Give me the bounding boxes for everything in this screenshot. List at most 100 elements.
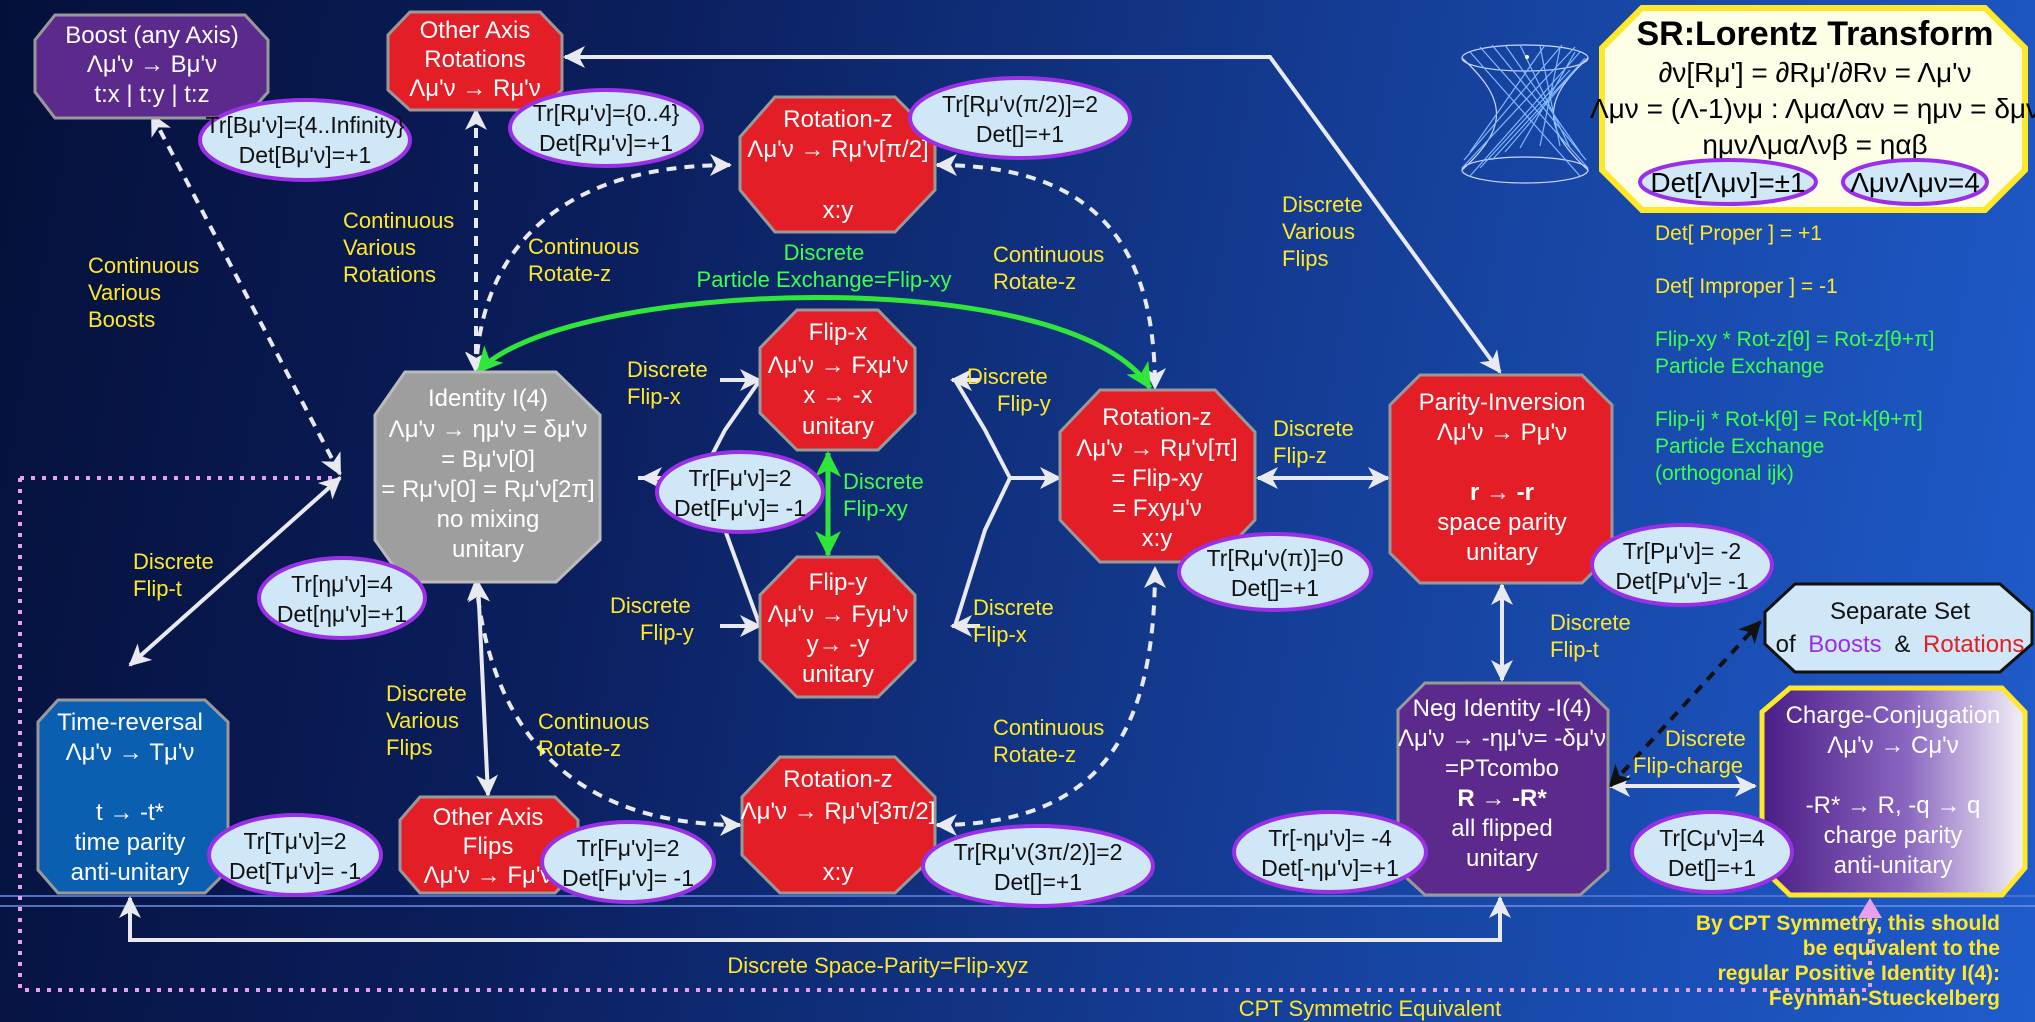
rotz-pi-line-5: x:y [1142,525,1173,552]
notes: Det[ Proper ] = +1 Det[ Improper ] = -1 … [1655,222,2000,1010]
label-cont-rotz-1b: Rotate-z [528,261,611,286]
label-cpt-equivalent: CPT Symmetric Equivalent [1239,996,1501,1021]
ellipse-rotz-3half-shape [921,824,1155,908]
edge-space-parity [119,896,1511,942]
ellipse-time-reversal-shape [207,813,383,897]
ellipse-other-flips-line-2: Det[Fμ'ν]= -1 [562,865,694,891]
edge-separate-set [1608,620,1762,788]
label-flipt-2a: Discrete [1550,610,1631,635]
node-flip-y: Flip-y Λμ'ν → Fyμ'ν y→ -y unitary [758,555,917,699]
parity-line-2: Λμ'ν → Pμ'ν [1437,419,1567,446]
ellipse-rotz-3half: Tr[Rμ'ν(3π/2)]=2 Det[]=+1 [921,824,1155,908]
ellipse-boost: Tr[Bμ'ν]={4..Infinity} Det[Bμ'ν]=+1 [198,98,412,182]
parity-line-3: r → -r [1470,479,1534,506]
label-flips-various2-1: Discrete [1282,192,1363,217]
neg-identity-shape [1396,681,1610,897]
ellipse-boost-shape [198,98,412,182]
ellipse-other-rotations-line-2: Det[Rμ'ν]=+1 [539,130,673,156]
lorentz-line-2: Λμν = (Λ-1)νμ : ΛμαΛαν = ημν = δμν [1590,93,2035,124]
node-separate-set: Separate Set of Boosts & Rotations [1763,582,2034,674]
note-cpt-4: Feynman-Stueckelberg [1769,987,2000,1010]
label-flipx-1a: Discrete [627,357,708,382]
label-cont-rotz-1a: Continuous [528,234,639,259]
flip-y-line-4: unitary [802,661,874,688]
identity-line-4: = Rμ'ν[0] = Rμ'ν[2π] [381,476,594,503]
note-flip-xy-2: Particle Exchange [1655,355,1824,378]
hyperboloid-icon [1461,44,1589,184]
charge-line-5: anti-unitary [1834,852,1953,879]
label-flipxy-1: Discrete [843,469,924,494]
label-particle-exchange-2: Particle Exchange=Flip-xy [697,267,952,292]
flip-y-line-3: y→ -y [807,631,870,658]
node-identity: Identity I(4) Λμ'ν → ημ'ν = δμ'ν = Bμ'ν[… [373,370,602,584]
flip-x-line-4: unitary [802,413,874,440]
edge-rotz-pi-branch [953,378,1060,627]
parity-line-1: Parity-Inversion [1419,389,1586,416]
ellipse-rotz-pi-line-1: Tr[Rμ'ν(π)]=0 [1207,545,1344,571]
other-rotations-line-2: Rotations [424,46,525,73]
ellipse-identity-line-1: Tr[ημ'ν]=4 [291,571,393,597]
label-flipt-1a: Discrete [133,549,214,574]
lorentz-det-ellipse [1638,158,1818,206]
other-flips-line-3: Λμ'ν → Fμ'ν [424,862,553,889]
label-space-parity: Discrete Space-Parity=Flip-xyz [727,953,1028,978]
ellipse-charge: Tr[Cμ'ν]=4 Det[]=+1 [1630,810,1794,894]
lorentz-transform-box: SR:Lorentz Transform ∂ν[Rμ'] = ∂Rμ'/∂Rν … [1590,5,2035,213]
label-flipz-2: Flip-z [1273,443,1327,468]
label-flip-charge-1: Discrete [1665,726,1746,751]
note-flip-xy-1: Flip-xy * Rot-z[θ] = Rot-z[θ+π] [1655,328,1934,351]
edge-other-rotations-parity [563,46,1502,374]
other-flips-line-2: Flips [463,833,514,860]
ellipse-charge-shape [1630,810,1794,894]
label-flips-various2-3: Flips [1282,246,1328,271]
cpt-dotted-loop [18,478,1872,992]
node-flip-x: Flip-x Λμ'ν → Fxμ'ν x → -x unitary [758,308,917,452]
node-rotation-z-pi: Rotation-z Λμ'ν → Rμ'ν[π] = Flip-xy = Fx… [1058,388,1257,564]
identity-line-6: unitary [452,536,524,563]
rotz-3half-shape [740,755,937,895]
label-flipxy-2: Flip-xy [843,496,908,521]
note-flip-ij-1: Flip-ij * Rot-k[θ] = Rot-k[θ+π] [1655,408,1923,431]
identity-line-5: no mixing [437,506,540,533]
ellipse-parity: Tr[Pμ'ν]= -2 Det[Pμ'ν]= -1 [1590,523,1774,607]
lorentz-det: Det[Λμν]=±1 [1650,167,1805,198]
label-cont-rotz-4a: Continuous [993,715,1104,740]
separate-set-line-1: Separate Set [1830,598,1970,625]
label-flips-various-2: Various [386,708,459,733]
ellipse-flipxy-line-2: Det[Fμ'ν]= -1 [674,495,806,521]
edge-identity-rotz-3half [466,578,742,836]
rotz-half-line-1: Rotation-z [783,106,892,133]
ellipse-neg-identity: Tr[-ημ'ν]= -4 Det[-ημ'ν]=+1 [1232,810,1428,894]
label-flipt-2b: Flip-t [1550,637,1599,662]
boost-line-2: Λμ'ν → Bμ'ν [87,51,217,78]
ellipse-charge-line-1: Tr[Cμ'ν]=4 [1659,825,1765,851]
ellipse-rotz-half-shape [908,76,1132,160]
ellipse-rotz-pi-shape [1177,532,1373,612]
other-flips-shape [398,795,580,895]
label-cont-rotz-2b: Rotate-z [993,269,1076,294]
label-cont-rotations-3: Rotations [343,262,436,287]
label-cont-rotz-3a: Continuous [538,709,649,734]
node-other-flips: Other Axis Flips Λμ'ν → Fμ'ν [398,795,580,895]
parity-line-5: unitary [1466,539,1538,566]
separate-set-of: of [1776,631,1796,658]
label-cont-boosts-2: Various [88,280,161,305]
identity-line-3: = Bμ'ν[0] [441,446,535,473]
note-flip-ij-3: (orthogonal ijk) [1655,462,1794,485]
rotz-3half-line-3: x:y [823,859,854,886]
node-other-rotations: Other Axis Rotations Λμ'ν → Rμ'ν [386,10,564,112]
neg-identity-line-2: Λμ'ν → -ημ'ν= -δμ'ν [1398,725,1606,752]
other-flips-line-1: Other Axis [433,804,544,831]
separate-set-rotations: Rotations [1923,631,2024,658]
note-cpt-2: be equivalent to the [1803,937,2000,960]
label-flipx-1b: Flip-x [627,384,681,409]
identity-shape [373,370,602,584]
ellipse-rotz-half-line-1: Tr[Rμ'ν(π/2)]=2 [942,91,1098,117]
lorentz-trace: ΛμνΛμν=4 [1850,167,1980,198]
ellipse-time-reversal-line-1: Tr[Tμ'ν]=2 [243,828,346,854]
parity-line-4: space parity [1437,509,1566,536]
time-reversal-line-4: time parity [75,829,186,856]
flip-x-shape [758,308,917,452]
identity-line-2: Λμ'ν → ημ'ν = δμ'ν [389,416,588,443]
neg-identity-line-3: =PTcombo [1445,755,1559,782]
